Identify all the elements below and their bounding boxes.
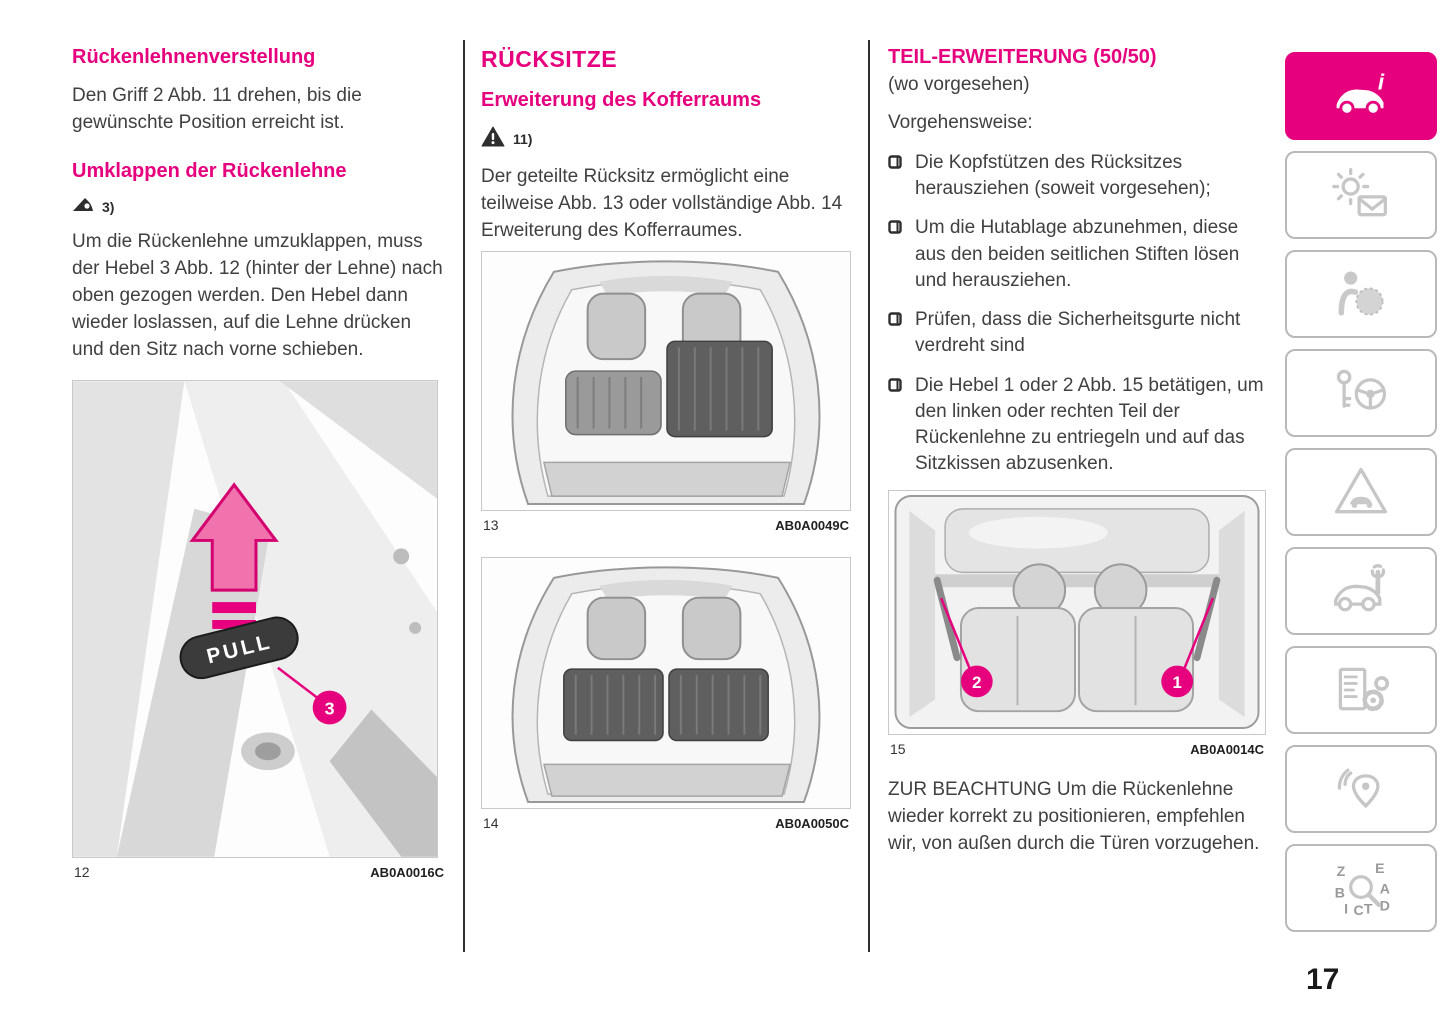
paragraph: Den Griff 2 Abb. 11 drehen, bis die gewü… (72, 85, 362, 133)
svg-text:D: D (1380, 898, 1390, 914)
list-item-text: Die Kopfstützen des Rücksitzes herauszie… (915, 152, 1211, 200)
column-right: TEIL-ERWEITERUNG (50/50) (wo vorgesehen)… (888, 45, 1266, 858)
list-item-text: Um die Hutablage abzunehmen, diese aus d… (915, 217, 1240, 291)
figure-code: AB0A0014C (1190, 742, 1264, 758)
figure-code: AB0A0049C (775, 517, 849, 533)
callout-3-label: 3 (325, 698, 335, 718)
notice-paragraph: ZUR BEACHTUNG Um die Rückenlehne wieder … (888, 779, 1260, 855)
svg-text:Z: Z (1337, 863, 1346, 879)
chapter-tab-bar: i (1285, 52, 1437, 932)
figure-caption: 15 AB0A0014C (888, 741, 1266, 757)
list-item-text: Die Hebel 1 oder 2 Abb. 15 betätigen, um… (915, 374, 1264, 475)
svg-text:B: B (1335, 884, 1345, 900)
warning-ref-row: 11) (481, 126, 851, 152)
figure-caption: 14 AB0A0050C (481, 815, 851, 831)
svg-text:I: I (1344, 900, 1348, 916)
list-item: Um die Hutablage abzunehmen, diese aus d… (888, 215, 1266, 294)
paragraph: Um die Rückenlehne umzuklappen, muss der… (72, 230, 443, 360)
tab-dashboard-warning-lights[interactable] (1285, 151, 1437, 239)
footnote-ref: 3) (102, 198, 115, 215)
square-bullet-icon (888, 377, 902, 478)
starting-driving-icon (1336, 369, 1387, 410)
section-heading: Umklappen der Rückenlehne (72, 159, 347, 182)
svg-text:E: E (1375, 860, 1384, 876)
maintenance-icon (1334, 564, 1386, 612)
emergency-icon (1334, 467, 1388, 514)
section-heading: Erweiterung des Kofferraums (481, 88, 762, 111)
figure-code: AB0A0016C (370, 864, 444, 880)
subnote: (wo vorgesehen) (888, 74, 1030, 95)
safety-icon (1338, 271, 1384, 316)
tab-alphabetical-index[interactable]: Z E B A D I C T (1285, 844, 1437, 932)
list-item: Die Kopfstützen des Rücksitzes herauszie… (888, 150, 1266, 202)
column-divider (868, 40, 870, 952)
tab-safety[interactable] (1285, 250, 1437, 338)
figure-rear-seat-levers: 2 1 (888, 490, 1266, 736)
square-bullet-icon (888, 155, 902, 202)
figure-caption: 12 AB0A0016C (72, 864, 446, 880)
svg-text:T: T (1364, 900, 1373, 916)
list-item-text: Prüfen, dass die Sicherheitsgurte nicht … (915, 309, 1241, 357)
tab-emergency[interactable] (1285, 448, 1437, 536)
tab-vehicle-info[interactable]: i (1285, 52, 1437, 140)
callout-3-badge (312, 690, 347, 725)
column-left: Rückenlehnenverstellung Den Griff 2 Abb.… (72, 45, 446, 880)
section-heading: Rückenlehnenverstellung (72, 46, 316, 68)
svg-text:C: C (1354, 902, 1364, 918)
callout-1-label: 1 (1172, 673, 1181, 692)
square-bullet-icon (888, 312, 902, 359)
column-middle: RÜCKSITZE Erweiterung des Kofferraums 11… (481, 45, 851, 831)
svg-text:A: A (1380, 881, 1390, 897)
figure-number: 12 (74, 863, 90, 880)
seat-fold-note-icon (72, 197, 94, 217)
callout-2-badge (960, 665, 993, 698)
warning-ref: 11) (513, 130, 533, 147)
section-heading: TEIL-ERWEITERUNG (50/50) (888, 46, 1157, 68)
figure-trunk-partial (481, 250, 851, 511)
figure-number: 15 (890, 741, 906, 758)
dashboard-warning-lights-icon (1332, 168, 1388, 217)
multimedia-icon (1337, 768, 1380, 809)
figure-number: 13 (483, 516, 499, 533)
figure-number: 14 (483, 814, 499, 831)
chapter-heading: RÜCKSITZE (481, 46, 618, 72)
tab-technical-data[interactable] (1285, 646, 1437, 734)
list-item: Die Hebel 1 oder 2 Abb. 15 betätigen, um… (888, 373, 1266, 478)
vehicle-info-icon: i (1336, 69, 1385, 116)
tab-multimedia[interactable] (1285, 745, 1437, 833)
footnote-ref-row: 3) (72, 197, 446, 217)
figure-caption: 13 AB0A0049C (481, 517, 851, 533)
callout-1-badge (1161, 665, 1194, 698)
page-number: 17 (1306, 963, 1340, 996)
figure-seat-lever: PULL 3 (72, 379, 438, 858)
column-divider (463, 40, 465, 952)
warning-triangle-icon (481, 126, 505, 152)
figure-trunk-full (481, 556, 851, 809)
square-bullet-icon (888, 220, 902, 294)
technical-data-icon (1338, 667, 1390, 712)
paragraph: Der geteilte Rücksitz ermöglicht eine te… (481, 165, 843, 241)
intro-text: Vorgehensweise: (888, 112, 1033, 133)
tab-maintenance[interactable] (1285, 547, 1437, 635)
info-glyph: i (1378, 69, 1385, 94)
index-icon: Z E B A D I C T (1335, 860, 1390, 918)
list-item: Prüfen, dass die Sicherheitsgurte nicht … (888, 307, 1266, 359)
figure-code: AB0A0050C (775, 815, 849, 831)
tab-starting-driving[interactable] (1285, 349, 1437, 437)
callout-2-label: 2 (972, 673, 981, 692)
